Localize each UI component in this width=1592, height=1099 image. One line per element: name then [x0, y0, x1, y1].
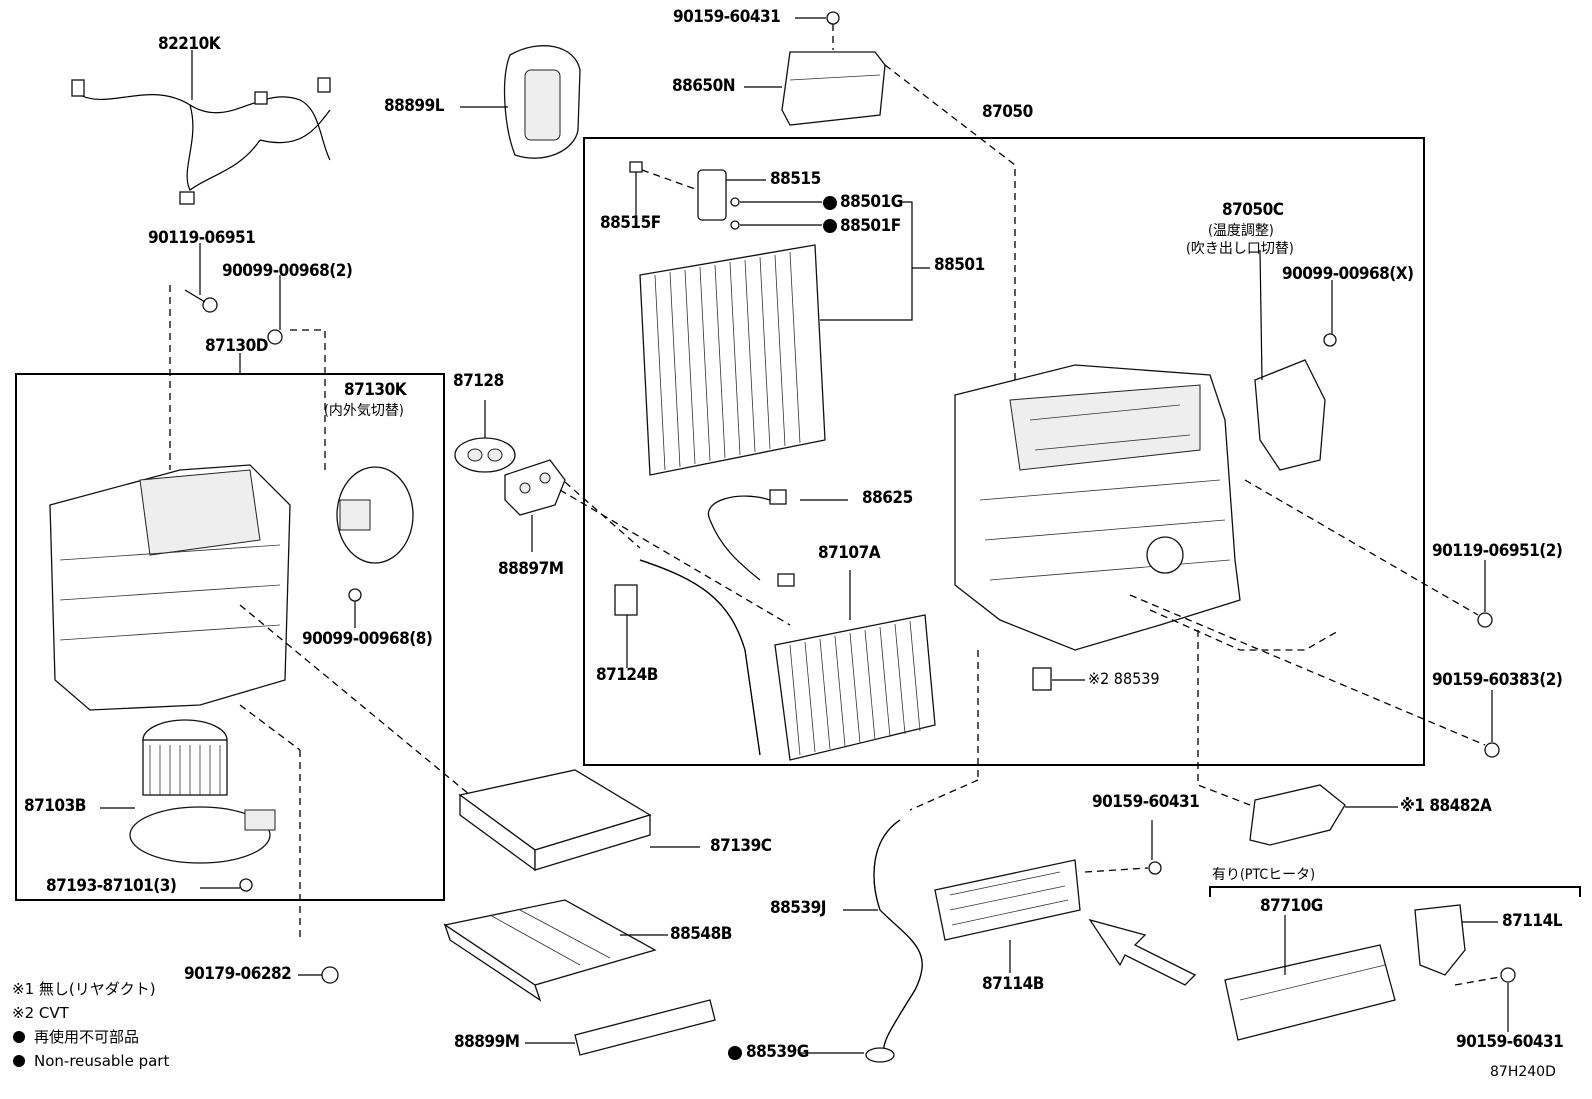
label-87114L: 87114L — [1502, 911, 1562, 931]
grommet-87128 — [454, 437, 516, 473]
blower-motor-87103B — [129, 719, 276, 864]
bracket-87114L — [1414, 904, 1466, 976]
servo-87130K — [336, 466, 414, 564]
label-87128: 87128 — [453, 371, 504, 391]
label-88539G: 88539G — [746, 1042, 809, 1062]
label-88650N: 88650N — [672, 76, 736, 96]
drain-hose-88539J — [873, 819, 923, 1056]
frame-87050 — [583, 137, 1425, 766]
label-88515F: 88515F — [600, 213, 661, 233]
label-87130K: 87130K — [344, 380, 407, 400]
label-87103B: 87103B — [24, 796, 86, 816]
sensor-88625 — [707, 489, 795, 587]
label-90119-06951: 90119-06951 — [148, 228, 256, 248]
label-87050C: 87050C — [1222, 200, 1284, 220]
label-82210K: 82210K — [158, 34, 221, 54]
label-90119-06951-2: 90119-06951(2) — [1432, 541, 1563, 561]
actuator-87050C — [1254, 249, 1337, 471]
label-88501G: 88501G — [840, 192, 903, 212]
label-88515: 88515 — [770, 169, 821, 189]
label-88625: 88625 — [862, 488, 913, 508]
label-88501: 88501 — [934, 255, 985, 275]
label-87107A: 87107A — [818, 543, 881, 563]
label-88899M: 88899M — [454, 1032, 520, 1052]
frame-87130D — [15, 373, 445, 901]
clip-87124B — [614, 584, 638, 616]
label-87050C-note2: (吹き出し口切替) — [1186, 241, 1294, 257]
label-87139C: 87139C — [710, 836, 772, 856]
direction-arrow — [1088, 918, 1197, 986]
bullet-icon — [13, 1055, 25, 1067]
label-90099-00968-2: 90099-00968(2) — [222, 261, 353, 281]
ptc-heater-87710G — [1224, 944, 1396, 1041]
label-87050C-note1: (温度調整) — [1208, 223, 1274, 239]
label-88539J: 88539J — [770, 898, 826, 918]
cover-88899L — [503, 45, 581, 159]
bracket-88650N — [781, 11, 886, 126]
legend-note-2: ※2 CVT — [12, 1004, 69, 1022]
evaporator-88501 — [639, 244, 826, 476]
label-87710G: 87710G — [1260, 896, 1323, 916]
label-90159-60383-2: 90159-60383(2) — [1432, 670, 1563, 690]
label-87114B: 87114B — [982, 974, 1044, 994]
frame-ptc — [1209, 886, 1581, 897]
tray-88548B — [443, 899, 657, 1002]
label-87130K-note: (内外気切替) — [324, 403, 404, 419]
label-87193-87101-3: 87193-87101(3) — [46, 876, 177, 896]
plate-88897M — [504, 459, 566, 516]
label-88539: ※2 88539 — [1088, 669, 1160, 688]
bullet-icon — [13, 1031, 25, 1043]
label-88899L: 88899L — [384, 96, 444, 116]
label-87124B: 87124B — [596, 665, 658, 685]
heater-core-87107A — [639, 559, 936, 761]
legend-note-3: 再使用不可部品 — [34, 1028, 140, 1046]
label-ptc-header: 有り(PTCヒータ) — [1212, 867, 1316, 883]
label-90159-60431-bot: 90159-60431 — [1456, 1032, 1564, 1052]
blower-case-87130D — [49, 464, 291, 711]
duct-88482A — [1249, 784, 1346, 846]
label-90099-00968X: 90099-00968(X) — [1282, 264, 1414, 284]
label-87050: 87050 — [982, 102, 1033, 122]
figure-id: 87H240D — [1490, 1064, 1556, 1080]
label-88548B: 88548B — [670, 924, 732, 944]
label-90179-06282: 90179-06282 — [184, 964, 292, 984]
seal-88899M — [574, 999, 716, 1056]
label-90159-60431-top: 90159-60431 — [673, 7, 781, 27]
expansion-valve-88515 — [629, 161, 727, 221]
label-88897M: 88897M — [498, 559, 564, 579]
label-87130D: 87130D — [205, 336, 268, 356]
label-90159-60431-mid: 90159-60431 — [1092, 792, 1200, 812]
hvac-unit-87050 — [954, 364, 1241, 651]
label-90099-00968-8: 90099-00968(8) — [302, 629, 433, 649]
label-88482A: ※1 88482A — [1400, 796, 1492, 816]
legend-note-4: Non-reusable part — [34, 1052, 170, 1070]
legend-note-1: ※1 無し(リヤダクト) — [12, 980, 156, 998]
filter-87139C — [458, 769, 652, 872]
wire-harness-82210K — [71, 77, 331, 205]
ptc-heater-87114B — [934, 859, 1081, 941]
label-88501F: 88501F — [840, 216, 901, 236]
